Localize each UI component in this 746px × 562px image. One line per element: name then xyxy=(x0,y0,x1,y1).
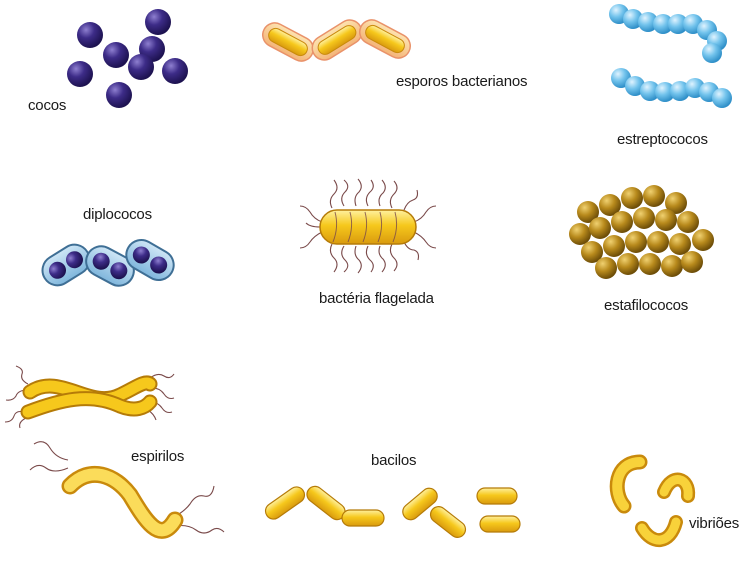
bacillus-cell xyxy=(480,516,520,532)
bacilos-illustration xyxy=(262,483,520,540)
label-esporos-bacterianos: esporos bacterianos xyxy=(396,73,527,90)
label-espirilos: espirilos xyxy=(131,448,184,465)
label-bacteria-flagelada: bactéria flagelada xyxy=(319,290,434,307)
espirilos-illustration xyxy=(5,366,224,533)
bacillus-cell xyxy=(262,484,307,522)
esporos-illustration xyxy=(259,16,415,66)
coccus-cell xyxy=(67,61,93,87)
label-estreptococos: estreptococos xyxy=(617,131,708,148)
label-bacilos: bacilos xyxy=(371,452,416,469)
label-vibrioes: vibriões xyxy=(689,515,739,532)
coccus-cell xyxy=(106,82,132,108)
streptococcus-cell xyxy=(712,88,732,108)
bacillus-cell xyxy=(477,488,517,504)
coccus-cell xyxy=(128,54,154,80)
vibrioes-illustration xyxy=(617,462,688,540)
bacillus-cell xyxy=(342,510,384,526)
cocos-illustration xyxy=(67,9,188,108)
coccus-cell xyxy=(145,9,171,35)
spore-cell xyxy=(259,19,318,66)
estafilococos-illustration xyxy=(569,185,714,279)
coccus-cell xyxy=(162,58,188,84)
label-diplococos: diplococos xyxy=(83,206,152,223)
coccus-cell xyxy=(103,42,129,68)
diplococos-illustration xyxy=(37,235,179,291)
bacillus-cell xyxy=(427,503,468,540)
spore-cell xyxy=(356,16,415,63)
estreptococos-illustration xyxy=(609,4,732,108)
label-estafilococos: estafilococos xyxy=(604,297,688,314)
flagelada-illustration xyxy=(300,179,436,273)
streptococcus-cell xyxy=(702,43,722,63)
coccus-cell xyxy=(77,22,103,48)
spore-cell xyxy=(308,16,367,65)
label-cocos: cocos xyxy=(28,97,66,114)
